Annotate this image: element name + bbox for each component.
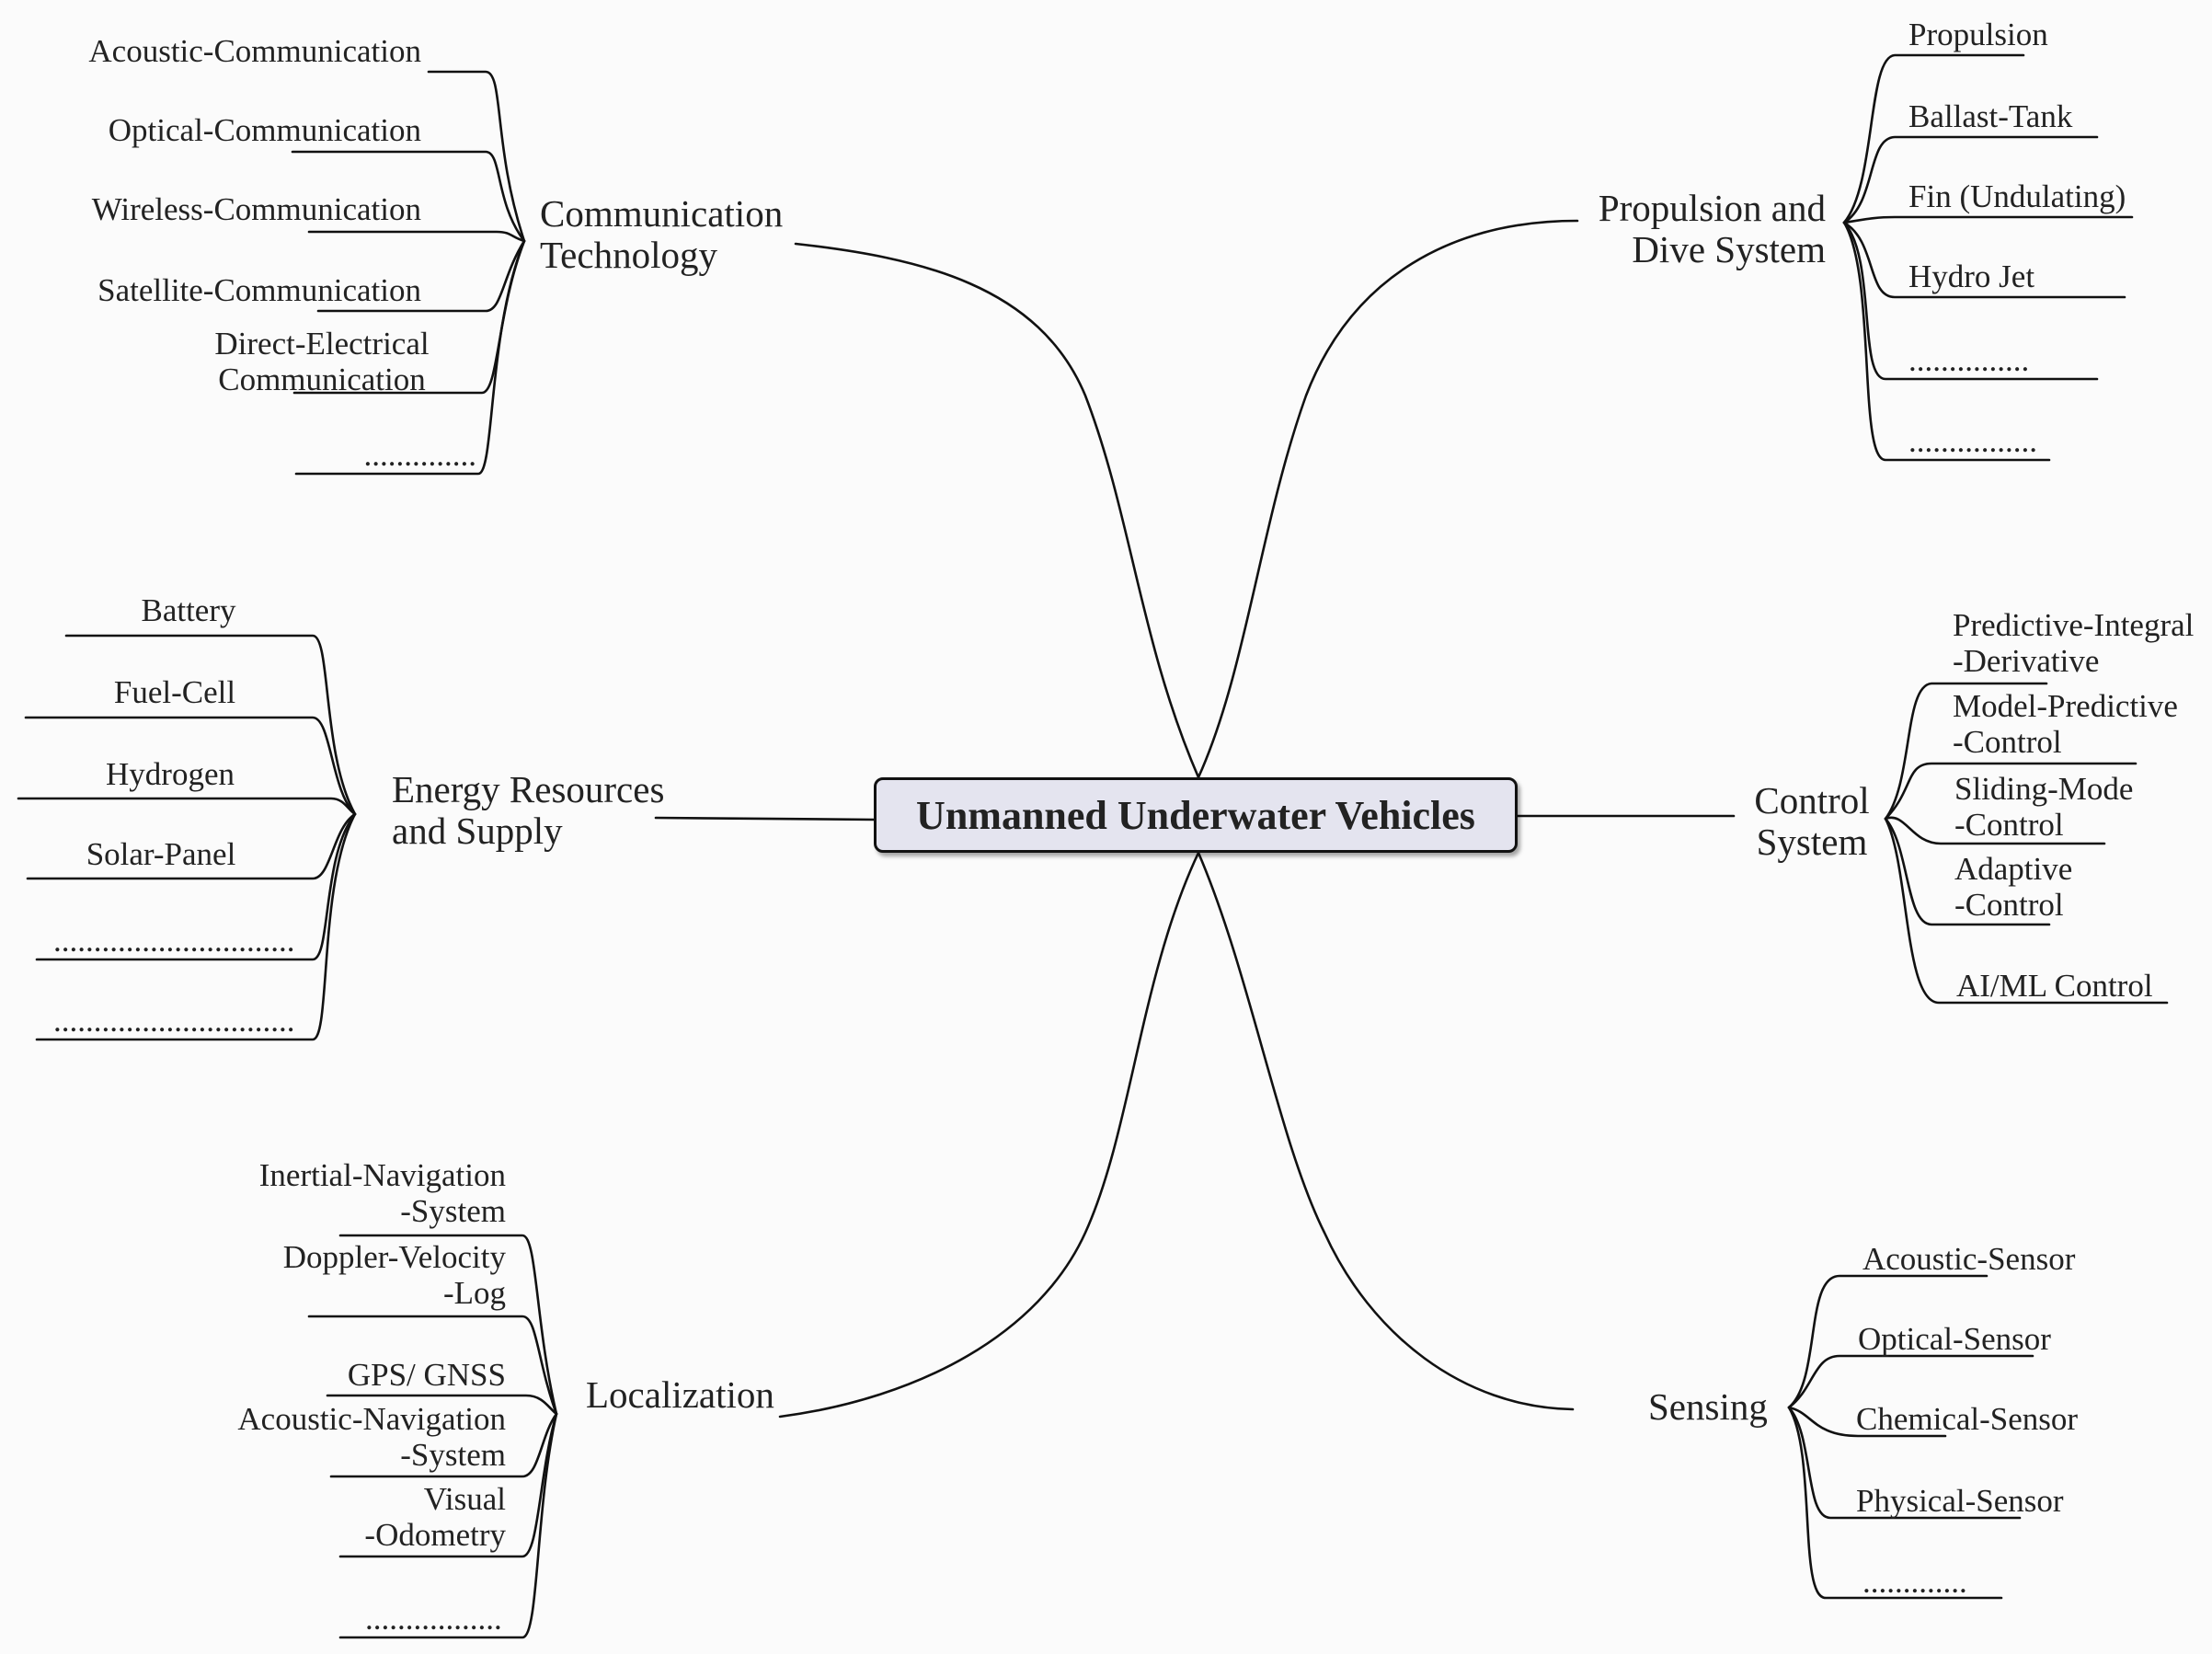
branch-communication-technology: Communication Technology	[540, 192, 784, 277]
leaf-gps-gnss: GPS/ GNSS	[347, 1357, 506, 1393]
leaf-chemical-sensor: Chemical-Sensor	[1856, 1401, 2079, 1437]
leaf-hydro-jet: Hydro Jet	[1908, 258, 2035, 294]
connector-propulsion	[1197, 219, 1579, 779]
leaf-sliding-mode-control: Sliding-Mode -Control	[1954, 771, 2134, 844]
leaf-propulsion-more-1: ...............	[1908, 342, 2030, 378]
leaf-direct-electrical-communication: Direct-Electrical Communication	[214, 326, 430, 398]
leaf-ballast-tank: Ballast-Tank	[1908, 98, 2073, 134]
branch-propulsion-dive-system: Propulsion and Dive System	[1598, 187, 1826, 271]
leaf-fin-undulating: Fin (Undulating)	[1908, 178, 2126, 214]
branch-localization: Localization	[586, 1373, 774, 1416]
leaf-energy-more-1: ..............................	[53, 923, 295, 959]
leaf-propulsion-more-2: ................	[1908, 423, 2037, 459]
branch-control-system: Control System	[1754, 779, 1870, 864]
leaf-satellite-communication: Satellite-Communication	[97, 272, 421, 308]
leaf-physical-sensor: Physical-Sensor	[1856, 1483, 2064, 1519]
leaf-acoustic-sensor: Acoustic-Sensor	[1862, 1241, 2076, 1277]
leaf-communication-more: ..............	[363, 437, 477, 473]
leaf-visual-odometry: Visual -Odometry	[364, 1481, 506, 1554]
leaf-propulsion: Propulsion	[1908, 17, 2048, 52]
connector-energy	[654, 816, 877, 821]
branch-sensing: Sensing	[1648, 1385, 1768, 1428]
leaf-adaptive-control: Adaptive -Control	[1954, 851, 2073, 924]
leaf-battery: Battery	[141, 592, 236, 628]
leaf-optical-communication: Optical-Communication	[108, 112, 421, 148]
leaf-model-predictive-control: Model-Predictive -Control	[1953, 688, 2178, 761]
leaf-sensing-more: .............	[1862, 1564, 1967, 1600]
leaf-ai-ml-control: AI/ML Control	[1956, 968, 2153, 1004]
leaf-acoustic-communication: Acoustic-Communication	[88, 33, 421, 69]
connector-localization	[778, 851, 1200, 1419]
leaf-fuel-cell: Fuel-Cell	[113, 674, 236, 710]
leaf-wireless-communication: Wireless-Communication	[91, 191, 421, 227]
central-topic: Unmanned Underwater Vehicles	[874, 777, 1518, 853]
leaf-predictive-integral-derivative: Predictive-Integral -Derivative	[1953, 607, 2195, 680]
leaf-acoustic-navigation-system: Acoustic-Navigation -System	[237, 1401, 506, 1474]
connector-communication	[794, 242, 1200, 779]
leaf-localization-more: .................	[365, 1601, 502, 1637]
branch-energy-resources-supply: Energy Resources and Supply	[392, 768, 665, 853]
leaf-optical-sensor: Optical-Sensor	[1858, 1321, 2051, 1357]
leaf-doppler-velocity-log: Doppler-Velocity -Log	[282, 1239, 506, 1312]
leaf-inertial-navigation-system: Inertial-Navigation -System	[258, 1157, 506, 1230]
leaf-hydrogen: Hydrogen	[106, 756, 235, 792]
leaf-solar-panel: Solar-Panel	[86, 836, 236, 872]
leaf-energy-more-2: ..............................	[53, 1003, 295, 1039]
connector-sensing	[1197, 851, 1575, 1411]
